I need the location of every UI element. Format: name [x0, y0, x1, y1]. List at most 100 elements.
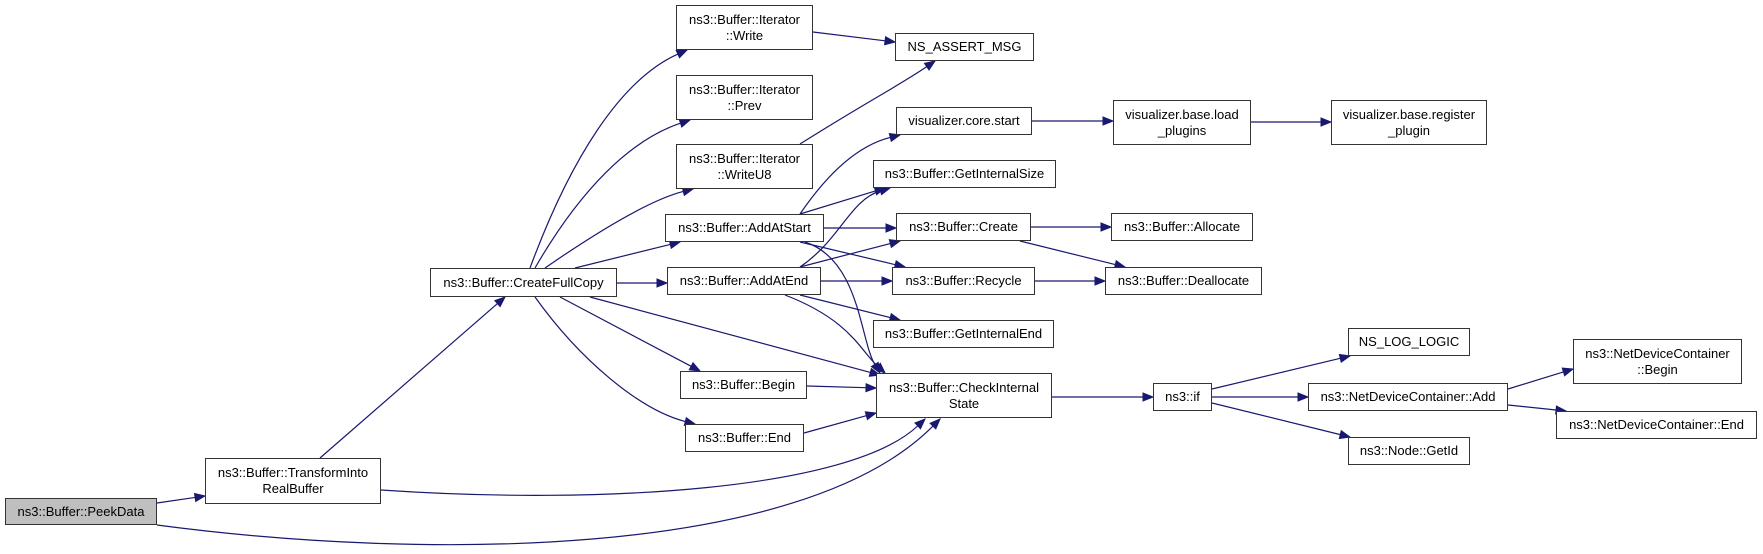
node-get-internal-size[interactable]: ns3::Buffer::GetInternalSize: [873, 160, 1056, 188]
node-node-getid[interactable]: ns3::Node::GetId: [1348, 437, 1470, 465]
edge-transform-to-createfullcopy: [319, 296, 507, 459]
edge-createfullcopy-to-end: [534, 296, 697, 427]
node-peekdata: ns3::Buffer::PeekData: [5, 498, 157, 525]
edge-addatstart-to-vizstart: [799, 132, 902, 215]
edge-loadplugins-to-registerplugin: [1251, 117, 1333, 127]
node-add-at-end[interactable]: ns3::Buffer::AddAtEnd: [667, 267, 821, 295]
node-buffer-allocate[interactable]: ns3::Buffer::Allocate: [1111, 213, 1253, 241]
edge-createfullcopy-to-it_write: [529, 49, 689, 269]
edge-line: [574, 243, 671, 269]
arrowhead-icon: [888, 132, 902, 143]
arrowhead-icon: [675, 49, 689, 59]
edge-line: [589, 296, 871, 373]
node-visualizer-load-plugins[interactable]: visualizer.base.load _plugins: [1113, 100, 1251, 145]
node-buffer-create[interactable]: ns3::Buffer::Create: [896, 213, 1031, 241]
node-check-internal-state[interactable]: ns3::Buffer::CheckInternal State: [876, 373, 1052, 418]
node-add-at-start[interactable]: ns3::Buffer::AddAtStart: [665, 214, 824, 242]
edge-line: [799, 190, 876, 215]
arrowhead-icon: [1320, 117, 1333, 127]
arrowhead-icon: [874, 362, 886, 374]
node-buffer-begin[interactable]: ns3::Buffer::Begin: [680, 371, 807, 399]
node-netdevicecontainer-end[interactable]: ns3::NetDeviceContainer::End: [1556, 411, 1757, 439]
edge-ns3if-to-ndcadd: [1212, 392, 1310, 402]
arrowhead-icon: [678, 118, 692, 128]
edge-it_writeu8-to-assert: [799, 60, 937, 145]
arrowhead-icon: [878, 186, 892, 196]
arrowhead-icon: [1094, 276, 1107, 286]
arrowhead-icon: [888, 239, 902, 249]
edge-addatstart-to-checkinternal: [804, 241, 881, 375]
edge-addatend-to-checkinternal: [784, 294, 886, 374]
arrowhead-icon: [884, 36, 897, 46]
edge-createfullcopy-to-addatstart: [574, 239, 682, 269]
node-buffer-recycle[interactable]: ns3::Buffer::Recycle: [892, 267, 1035, 295]
edge-ns3if-to-nodegetid: [1211, 402, 1352, 440]
arrowhead-icon: [914, 418, 926, 430]
arrowhead-icon: [885, 223, 898, 233]
edge-line: [804, 241, 876, 365]
edge-line: [156, 425, 934, 546]
edge-line: [380, 425, 919, 496]
edge-ns3if-to-nslog: [1211, 353, 1352, 390]
node-netdevicecontainer-begin[interactable]: ns3::NetDeviceContainer ::Begin: [1573, 339, 1742, 384]
node-buffer-end[interactable]: ns3::Buffer::End: [685, 424, 804, 452]
arrowhead-icon: [865, 382, 878, 393]
edge-transform-to-checkinternal: [380, 418, 926, 496]
node-netdevicecontainer-add[interactable]: ns3::NetDeviceContainer::Add: [1308, 383, 1508, 411]
node-visualizer-core-start[interactable]: visualizer.core.start: [896, 107, 1032, 135]
edge-line: [1507, 371, 1564, 390]
edge-line: [799, 242, 891, 268]
edge-checkinternal-to-ns3if: [1052, 392, 1155, 402]
edge-createfullcopy-to-addatend: [617, 278, 669, 288]
edge-line: [1507, 404, 1557, 411]
edge-line: [534, 122, 681, 269]
node-iterator-write[interactable]: ns3::Buffer::Iterator ::Write: [676, 5, 813, 50]
edge-line: [784, 294, 879, 367]
arrowhead-icon: [881, 276, 894, 286]
edge-line: [544, 190, 684, 269]
arrowhead-icon: [656, 278, 669, 288]
node-iterator-writeu8[interactable]: ns3::Buffer::Iterator ::WriteU8: [676, 144, 813, 189]
node-create-full-copy[interactable]: ns3::Buffer::CreateFullCopy: [430, 268, 617, 297]
edge-line: [799, 136, 891, 215]
node-transform-into-real-buffer[interactable]: ns3::Buffer::TransformInto RealBuffer: [205, 458, 381, 504]
edge-vizstart-to-loadplugins: [1032, 116, 1115, 126]
edge-addatstart-to-create: [824, 223, 898, 233]
edge-line: [156, 496, 196, 504]
arrowhead-icon: [1338, 353, 1352, 364]
edge-recycle-to-deallocate: [1035, 276, 1107, 286]
node-ns3-if[interactable]: ns3::if: [1153, 383, 1212, 411]
arrowhead-icon: [1102, 116, 1115, 126]
node-get-internal-end[interactable]: ns3::Buffer::GetInternalEnd: [873, 320, 1054, 348]
edge-line: [1019, 240, 1116, 266]
edge-createfullcopy-to-checkinternal: [589, 296, 882, 377]
node-ns-log-logic[interactable]: NS_LOG_LOGIC: [1348, 328, 1470, 356]
arrowhead-icon: [923, 60, 937, 71]
edge-ndcadd-to-ndcbegin: [1507, 367, 1575, 390]
edge-line: [1211, 402, 1341, 436]
edge-end-to-checkinternal: [803, 411, 878, 434]
node-buffer-deallocate[interactable]: ns3::Buffer::Deallocate: [1105, 267, 1262, 295]
edge-peekdata-to-checkinternal: [156, 418, 941, 546]
node-iterator-prev[interactable]: ns3::Buffer::Iterator ::Prev: [676, 75, 813, 120]
edge-create-to-allocate: [1031, 222, 1113, 232]
edge-line: [812, 31, 886, 42]
edge-peekdata-to-transform: [156, 492, 207, 504]
edge-line: [799, 66, 928, 145]
arrowhead-icon: [1561, 367, 1575, 377]
edge-line: [319, 303, 498, 459]
edge-addatstart-to-recycle: [799, 241, 907, 270]
node-visualizer-register-plugin[interactable]: visualizer.base.register _plugin: [1331, 100, 1487, 145]
edge-addatstart-to-getinternalsize: [799, 186, 887, 215]
edge-createfullcopy-to-begin: [559, 296, 702, 372]
edge-addatend-to-create: [799, 239, 902, 268]
arrowhead-icon: [688, 361, 702, 372]
edge-line: [799, 190, 881, 268]
node-ns-assert-msg[interactable]: NS_ASSERT_MSG: [895, 33, 1034, 61]
edge-begin-to-checkinternal: [806, 382, 878, 393]
edge-line: [806, 385, 867, 389]
edge-addatend-to-recycle: [821, 276, 894, 286]
edge-line: [534, 296, 686, 423]
edge-line: [799, 241, 896, 266]
